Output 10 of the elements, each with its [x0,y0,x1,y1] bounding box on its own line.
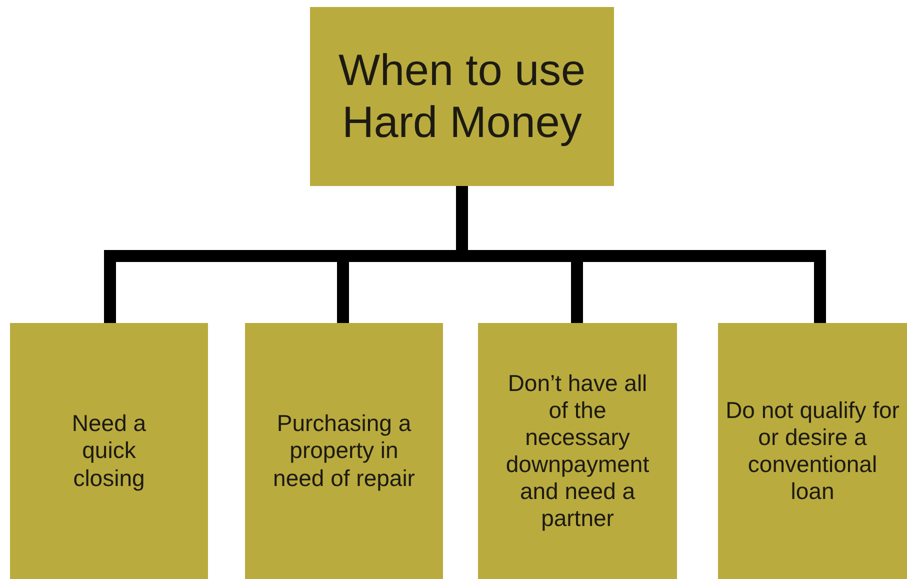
text-box [245,323,443,579]
box-text: Need a quick closing [70,410,148,492]
text-box [310,7,614,186]
box-text: Purchasing a property in need of repair [272,410,416,492]
text-box [718,323,907,579]
box-text: Don’t have all of the necessary downpayment and need a partner [504,370,650,532]
title-text: When to use Hard Money [337,44,587,148]
text-box [10,323,208,579]
text-box [478,323,677,579]
box-text: Do not qualify for or desire a conventional loan [724,396,900,506]
